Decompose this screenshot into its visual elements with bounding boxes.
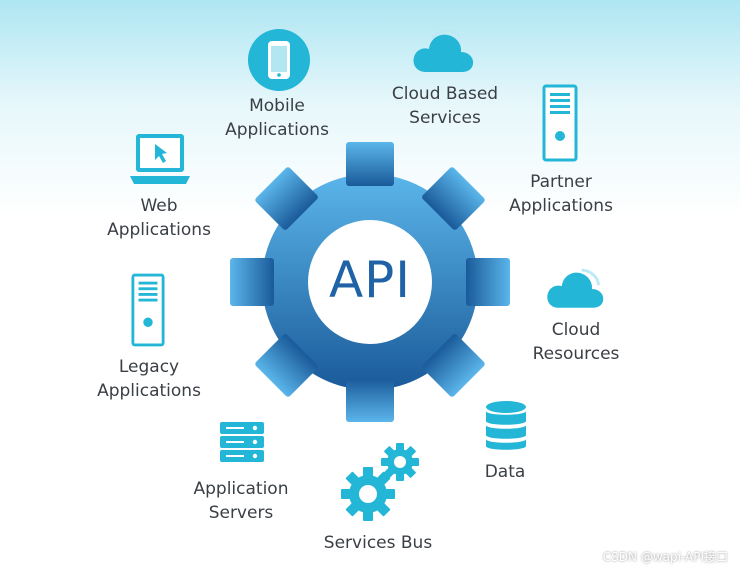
server-tower-icon [131,272,165,348]
legacy-applications-label: Legacy Applications [97,357,201,401]
services-bus-label: Services Bus [323,533,433,553]
api-label: API [328,251,412,309]
laptop-icon [128,132,192,188]
data-label: Data [484,462,526,482]
watermark: CSDN @wapi-API接口 [602,550,728,564]
mobile-applications-label: Mobile Applications [225,96,329,140]
cloud-resources-label: Cloud Resources [532,320,620,364]
web-applications-label: Web Applications [107,196,211,240]
gears-icon [338,442,422,522]
partner-applications-label: Partner Applications [509,172,613,216]
database-icon [484,400,528,452]
smartphone-icon [247,28,311,92]
central-gear-icon [225,140,515,425]
cloud-icon [410,26,476,78]
application-servers-label: Application Servers [193,479,289,523]
server-tower-icon [542,84,578,162]
server-rack-icon [218,420,266,464]
cloud-based-services-label: Cloud Based Services [391,84,499,128]
cloud-icon [544,264,606,314]
